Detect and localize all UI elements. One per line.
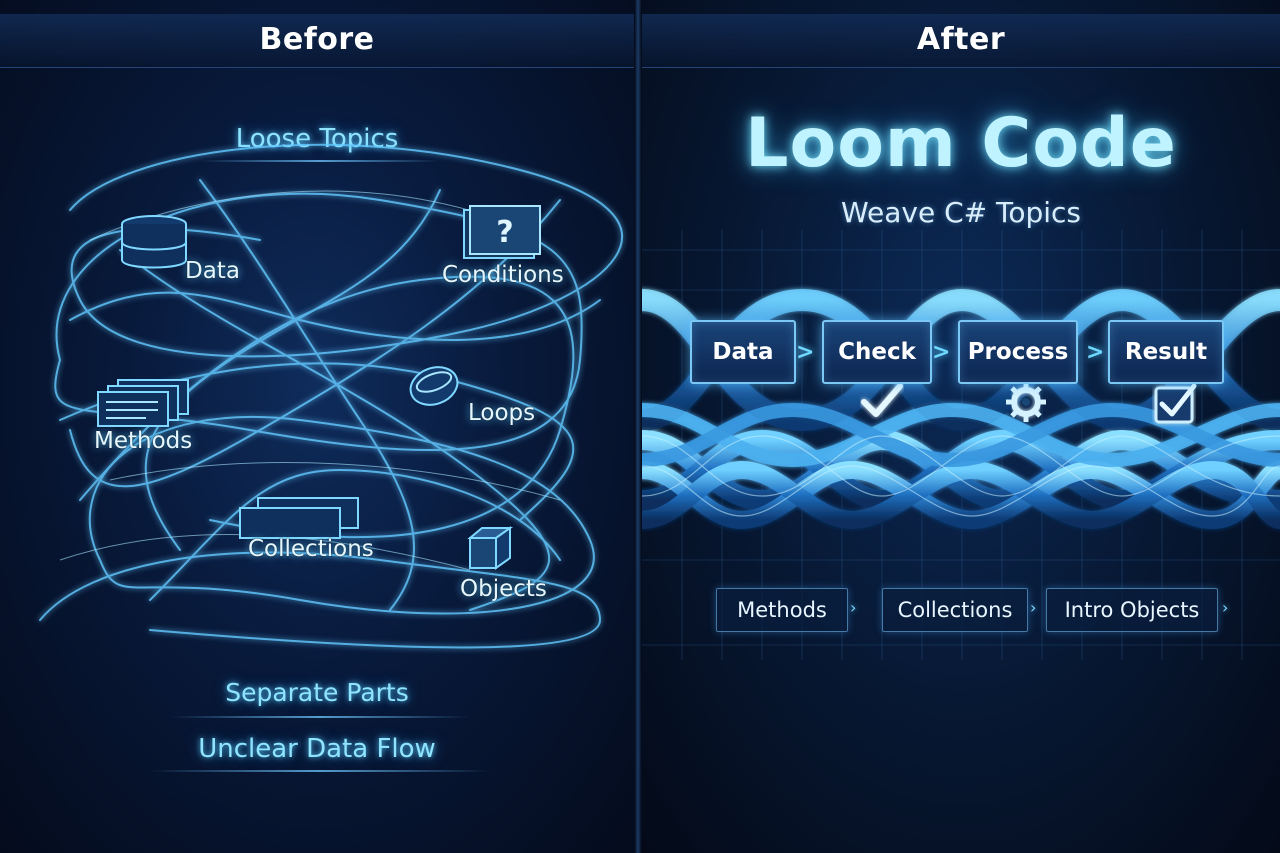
pipeline-step-data: Data <box>690 320 796 384</box>
loom-code-subtitle: Weave C# Topics <box>840 196 1082 229</box>
loom-code-title: Loom Code <box>745 104 1177 183</box>
chip-arrow-2: › <box>1030 598 1037 617</box>
chip-collections: Collections <box>882 588 1028 632</box>
pipeline-arrow-1: > <box>796 340 815 365</box>
before-heading: Before <box>259 22 375 57</box>
chip-arrow-1: › <box>850 598 857 617</box>
question-box-icon: ? <box>463 205 541 259</box>
unclear-data-flow-underline <box>150 770 490 772</box>
cube-icon <box>467 526 514 570</box>
after-panel: After <box>642 0 1280 853</box>
loop-disc-icon <box>409 366 459 406</box>
separate-parts-underline <box>170 716 470 718</box>
loose-topics-label: Loose Topics <box>235 124 399 154</box>
pipeline-step-check: Check <box>822 320 932 384</box>
panel-divider <box>634 0 642 853</box>
checkbox-icon <box>1154 383 1197 424</box>
checkmark-icon <box>861 383 903 417</box>
chip-intro-objects: Intro Objects <box>1046 588 1218 632</box>
after-heading: After <box>916 22 1006 57</box>
collection-frames-icon <box>239 497 359 539</box>
pipeline-arrow-3: > <box>1086 340 1105 365</box>
topic-conditions: Conditions <box>442 262 564 288</box>
pipeline-step-process: Process <box>958 320 1078 384</box>
chip-arrow-3: › <box>1222 598 1229 617</box>
database-icon <box>121 215 187 269</box>
before-panel: Before Loose Topics <box>0 0 634 853</box>
loose-topics-underline <box>200 160 440 162</box>
pipeline-step-result: Result <box>1108 320 1224 384</box>
chip-methods: Methods <box>716 588 848 632</box>
topic-methods: Methods <box>94 428 193 454</box>
after-header-bar <box>642 14 1280 68</box>
topic-loops: Loops <box>468 400 536 426</box>
stacked-cards-icon <box>97 379 189 427</box>
unclear-data-flow-label: Unclear Data Flow <box>198 734 436 764</box>
topic-objects: Objects <box>460 576 547 602</box>
gear-icon <box>1006 382 1046 422</box>
pipeline-arrow-2: > <box>932 340 951 365</box>
topic-collections: Collections <box>248 536 374 562</box>
tangled-threads <box>39 143 623 649</box>
separate-parts-label: Separate Parts <box>225 678 409 707</box>
topic-data: Data <box>185 258 240 284</box>
svg-text:?: ? <box>496 215 513 250</box>
before-header-bar <box>0 14 634 68</box>
